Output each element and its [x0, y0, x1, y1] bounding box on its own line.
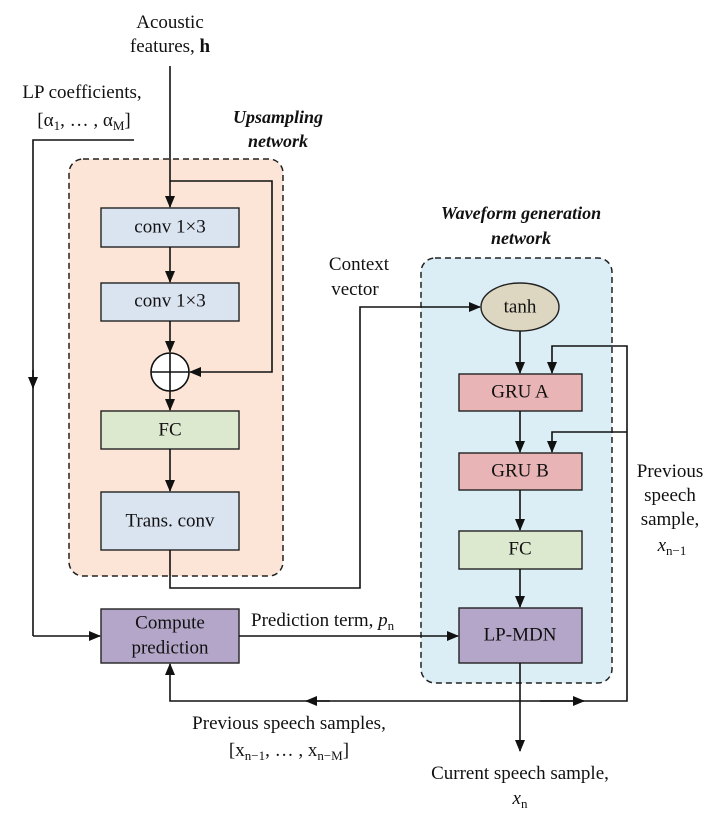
- previous-sample-label-line4: xn−1: [657, 535, 687, 558]
- lp-coefficients-label-line1: LP coefficients,: [22, 82, 141, 103]
- conv-block-1: [100, 207, 240, 248]
- previous-sample-label-line1: Previous: [637, 461, 704, 482]
- gru-b-label: GRU B: [491, 460, 549, 481]
- context-vector-label-line1: Context: [329, 254, 390, 275]
- fc-block-upsampling: [100, 410, 240, 450]
- tanh-label: tanh: [504, 296, 537, 317]
- compute-prediction-label-line2: prediction: [131, 637, 209, 658]
- previous-samples-label-line1: Previous speech samples,: [192, 713, 386, 734]
- lp-mdn-block: [458, 607, 583, 664]
- current-sample-label-line2: xn: [512, 788, 528, 811]
- residual-path: [170, 180, 273, 377]
- current-sample-label-line1: Current speech sample,: [431, 763, 609, 784]
- feedback-to-gru-a: [520, 345, 628, 702]
- fc-block-upsampling-label: FC: [158, 419, 181, 440]
- conv-block-2: [100, 282, 240, 322]
- compute-prediction-block: [100, 608, 240, 664]
- trans-conv-block-label: Trans. conv: [125, 510, 215, 531]
- fc-block-waveform-label: FC: [508, 538, 531, 559]
- context-vector-arrow: [169, 302, 481, 589]
- previous-sample-label-line3: sample,: [641, 509, 700, 530]
- waveform-title-line2: network: [491, 228, 551, 248]
- fc-block-waveform: [458, 530, 583, 570]
- compute-prediction-label-line1: Compute: [135, 612, 205, 633]
- acoustic-label-line1: Acoustic: [136, 12, 204, 33]
- previous-sample-label-line2: speech: [644, 485, 696, 506]
- connectors: [28, 66, 628, 752]
- lp-mdn-label: LP-MDN: [484, 624, 557, 645]
- trans-conv-block: [100, 491, 240, 551]
- context-vector-label-line2: vector: [331, 279, 379, 300]
- waveform-title-line1: Waveform generation: [441, 203, 601, 223]
- conv-block-2-label: conv 1×3: [134, 290, 205, 311]
- lp-coefficients-line: [32, 139, 134, 636]
- conv-block-1-label: conv 1×3: [134, 216, 205, 237]
- feedback-to-gru-b: [547, 431, 627, 453]
- lp-coefficients-label-line2: [α1, … , αM]: [37, 110, 130, 133]
- prediction-term-label: Prediction term, pn: [251, 610, 395, 633]
- previous-samples-label-line2: [xn−1, … , xn−M]: [229, 740, 349, 763]
- sum-node: [150, 352, 190, 392]
- gru-b-block: [458, 452, 583, 491]
- acoustic-label-line2: features, h: [130, 36, 211, 57]
- gru-a-block: [458, 373, 583, 412]
- gru-a-label: GRU A: [491, 381, 549, 402]
- previous-samples-line: [165, 663, 520, 702]
- upsampling-title-line1: Upsampling: [233, 107, 323, 127]
- upsampling-title-line2: network: [248, 131, 308, 151]
